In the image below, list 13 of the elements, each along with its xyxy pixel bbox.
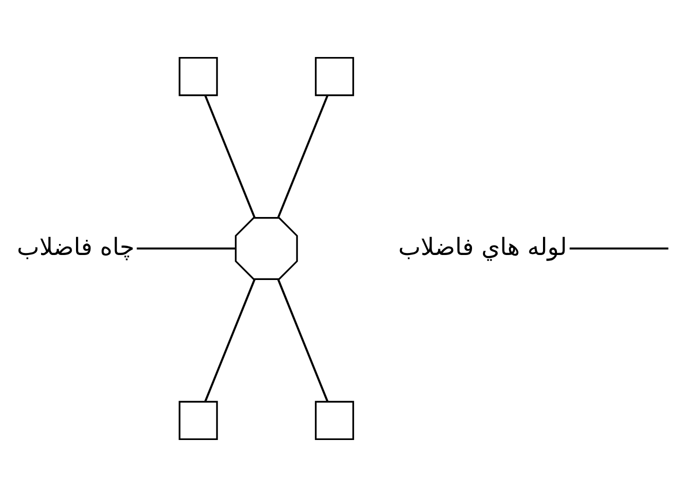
connector <box>204 279 256 402</box>
connector <box>570 247 668 250</box>
connector <box>204 95 256 218</box>
connector <box>136 247 236 250</box>
node-text: لوله هاي فاضلاب <box>398 232 567 261</box>
connector <box>277 95 328 218</box>
node-box <box>314 400 354 440</box>
node-box <box>178 400 218 440</box>
node-text: چاه فاضلاب <box>16 232 134 261</box>
node-octagon <box>234 217 298 280</box>
connector <box>277 279 328 402</box>
node-box <box>178 56 218 96</box>
node-box <box>314 56 354 96</box>
